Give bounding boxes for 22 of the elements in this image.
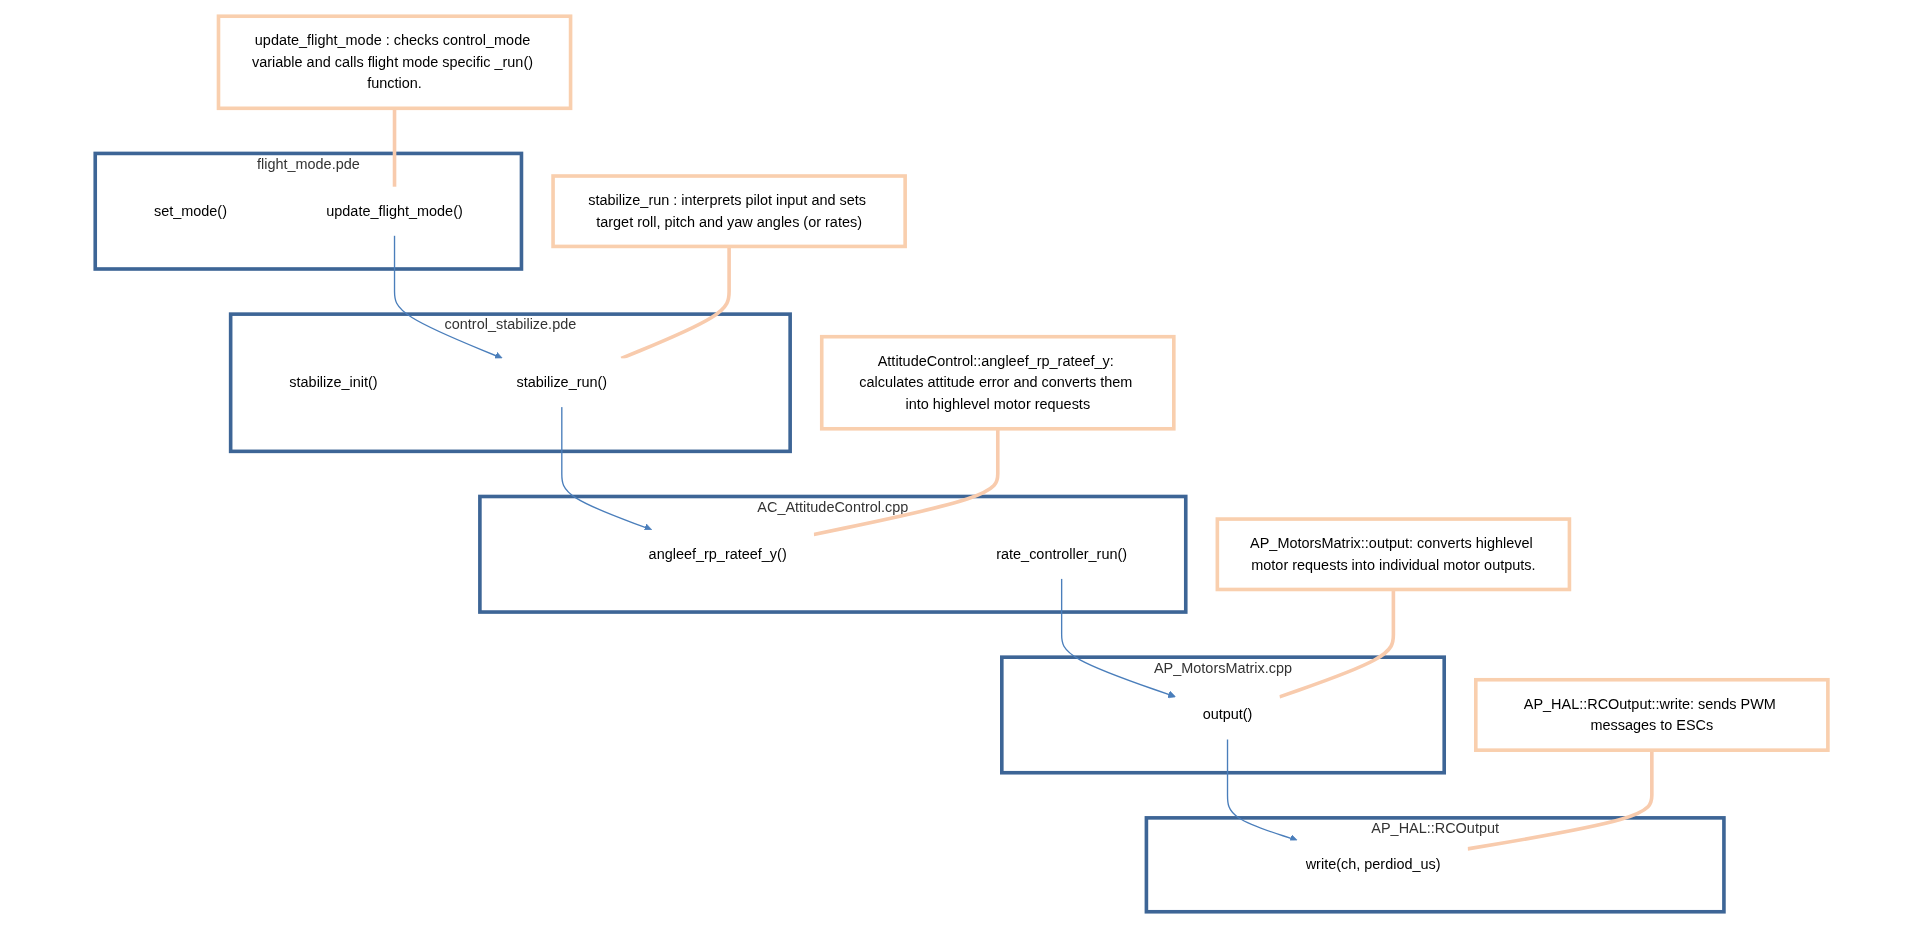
node-box: AP_MotorsMatrix::output: converts highlevel motor requests into individual motor outputs. — [1216, 517, 1572, 592]
arrow — [1061, 577, 1177, 699]
node-text: write(ch, perdiod_us) — [1306, 856, 1441, 873]
node-box: AP_HAL::RCOutput::write: sends PWM messages to ESCs — [1474, 677, 1831, 752]
connector — [393, 108, 397, 187]
node-box: stabilize_run : interprets pilot input and sets target roll, pitch and yaw angles (or rates) — [551, 174, 908, 249]
connector — [621, 246, 732, 361]
arrow — [1227, 738, 1299, 843]
connector — [1467, 750, 1655, 851]
node-text: output() — [1203, 706, 1253, 723]
node-text: stabilize_run() — [516, 374, 608, 390]
arrow — [394, 234, 504, 360]
node-text: set_mode() — [154, 203, 228, 219]
node-box: update_flight_mode : checks control_mode variable and calls flight mode specific _run() function. — [217, 14, 573, 111]
connector — [1279, 589, 1396, 699]
node-box: AttitudeControl::angleef_rp_rateef_y: calculates attitude error and converts them into highlevel motor requests — [820, 334, 1177, 431]
node-text: angleef_rp_rateef_y() — [649, 546, 788, 562]
arrow — [561, 406, 653, 532]
node-text: stabilize_init() — [289, 374, 379, 390]
connector — [813, 428, 1001, 537]
node-text: update_flight_mode() — [326, 203, 464, 219]
node-text: rate_controller_run() — [996, 546, 1128, 562]
